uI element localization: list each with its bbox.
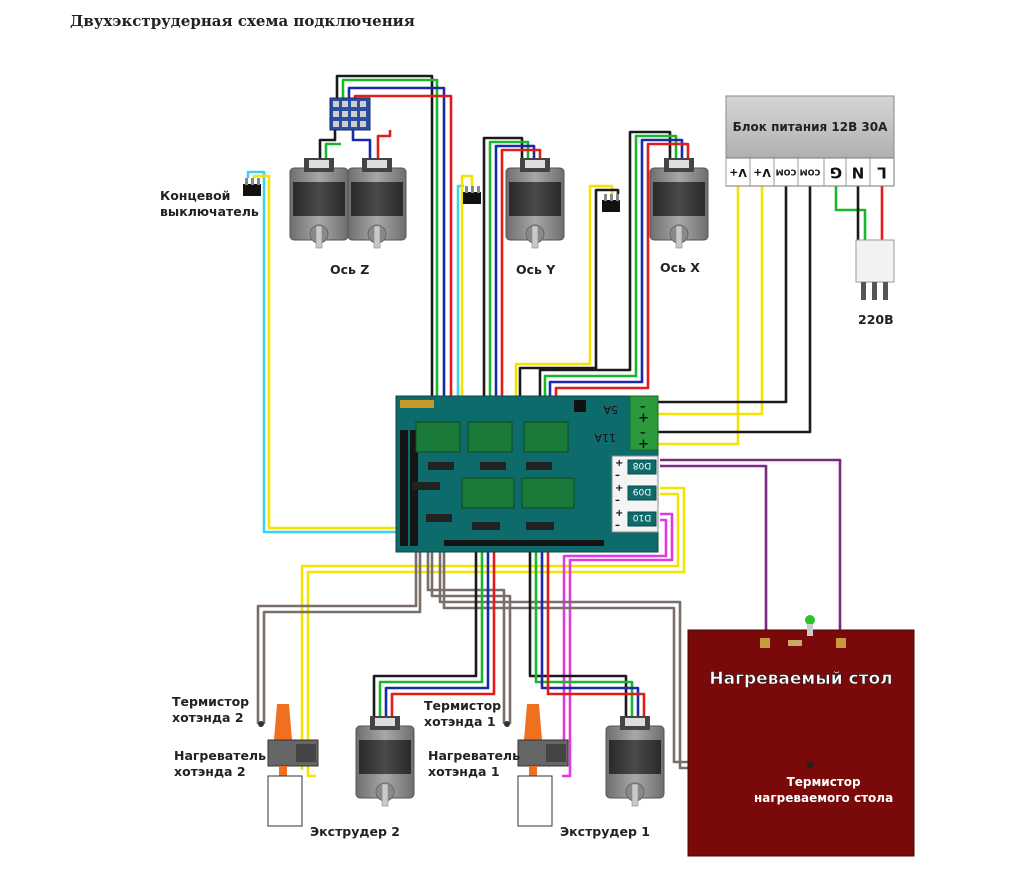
- psu-terminal-com: COM: [776, 168, 797, 177]
- motor-y: [505, 157, 565, 249]
- mains-plug: [855, 239, 895, 300]
- page-title: Двухэкструдерная схема подключения: [70, 12, 415, 30]
- psu-label: Блок питания 12В 30А: [733, 120, 889, 134]
- wire-therm1-white: [430, 540, 512, 724]
- wire-endstop-z-cyan: [246, 170, 436, 534]
- label-bed-thermistor: Термистор нагреваемого стола: [754, 775, 894, 805]
- svg-text:–: –: [615, 520, 620, 531]
- wire-bed-purple-1: [660, 464, 768, 638]
- wire-heater1-magenta-a: [562, 512, 674, 778]
- psu-terminal-g: G: [830, 164, 842, 182]
- label-axis-y: Ось Y: [516, 262, 556, 277]
- wire-y-blue: [494, 144, 536, 466]
- wire-psu-vplus-2: [656, 186, 764, 416]
- wire-ext2-green: [378, 528, 484, 716]
- wire-heater2-yellow-a: [306, 486, 686, 778]
- wire-endstop-z-yellow: [252, 174, 432, 530]
- hotend-2: [258, 704, 319, 827]
- wires: [246, 74, 884, 778]
- board-label-d08: D08: [633, 460, 652, 470]
- label-extruder-2: Экструдер 2: [310, 824, 400, 839]
- motor-z-left: [289, 157, 349, 249]
- wire-ext2-blue: [384, 528, 490, 716]
- label-heater-2: Нагреватель хотэнда 2: [174, 748, 266, 779]
- wire-therm2-gray: [256, 540, 418, 724]
- wire-z-black: [335, 74, 434, 466]
- svg-text:–: –: [640, 426, 646, 439]
- label-endstop: Концевой выключатель: [160, 188, 259, 219]
- svg-text:–: –: [615, 470, 620, 481]
- wire-ext2-red: [390, 528, 496, 716]
- wire-endstop-x-black: [518, 188, 620, 508]
- label-heater-1: Нагреватель хотэнда 1: [428, 748, 520, 779]
- svg-text:+: +: [615, 508, 623, 519]
- svg-text:+: +: [638, 411, 649, 426]
- board-label-d09: D09: [633, 486, 652, 496]
- wire-ext1-black: [528, 528, 628, 716]
- heated-bed: Нагреваемый стол: [687, 615, 915, 857]
- wire-therm2-white: [262, 540, 422, 724]
- endstop-x: [602, 194, 620, 212]
- label-mains: 220В: [858, 312, 894, 327]
- motor-z-right: [347, 157, 407, 249]
- wire-y-red: [500, 148, 542, 466]
- wire-psu-vplus-1: [656, 186, 740, 446]
- label-extruder-1: Экструдер 1: [560, 824, 650, 839]
- label-thermistor-2: Термистор хотэнда 2: [172, 694, 250, 725]
- svg-text:–: –: [615, 495, 620, 506]
- board-label-5a: 5A: [603, 403, 618, 416]
- wire-heater1-magenta-b: [562, 518, 668, 764]
- wire-therm1-gray: [426, 540, 506, 724]
- wire-mains-g: [834, 186, 867, 240]
- hotend-1: [504, 704, 569, 827]
- wire-heater2-yellow-b: [300, 492, 680, 770]
- label-axis-z: Ось Z: [330, 262, 370, 277]
- ramps-board: – + – + 5A 11A +– +– +– D08 D09 D10: [395, 395, 659, 553]
- wire-ext1-green: [534, 528, 634, 716]
- board-label-d10: D10: [633, 512, 652, 522]
- psu-terminal-n: N: [852, 164, 865, 182]
- z-splitter: [329, 97, 371, 131]
- wire-z-green: [341, 78, 439, 466]
- board-label-11a: 11A: [594, 431, 616, 444]
- wire-psu-com-1: [656, 186, 788, 404]
- motor-extruder-2: [355, 715, 415, 807]
- svg-text:–: –: [640, 400, 646, 413]
- wire-bed-purple-2: [660, 458, 842, 638]
- psu-terminal-vplus: V+: [729, 166, 747, 179]
- wire-z-blue: [347, 86, 446, 466]
- psu-terminal-com: COM: [800, 168, 821, 177]
- motor-x: [649, 157, 709, 249]
- label-thermistor-1: Термистор хотэнда 1: [424, 698, 502, 729]
- heatbed-label: Нагреваемый стол: [709, 669, 892, 689]
- wire-ext1-red: [546, 528, 646, 716]
- svg-text:+: +: [615, 483, 623, 494]
- wire-ext1-blue: [540, 528, 640, 716]
- psu-terminal-vplus: V+: [753, 166, 771, 179]
- psu-terminal-l: L: [877, 164, 887, 182]
- wire-z-red: [353, 94, 453, 466]
- endstop-y: [463, 186, 481, 204]
- wire-psu-com-2: [656, 186, 812, 434]
- svg-text:+: +: [615, 458, 623, 469]
- label-axis-x: Ось X: [660, 260, 700, 275]
- svg-text:+: +: [638, 437, 649, 452]
- wire-ext2-black: [372, 528, 478, 716]
- wire-y-black: [482, 136, 524, 466]
- motor-extruder-1: [605, 715, 665, 807]
